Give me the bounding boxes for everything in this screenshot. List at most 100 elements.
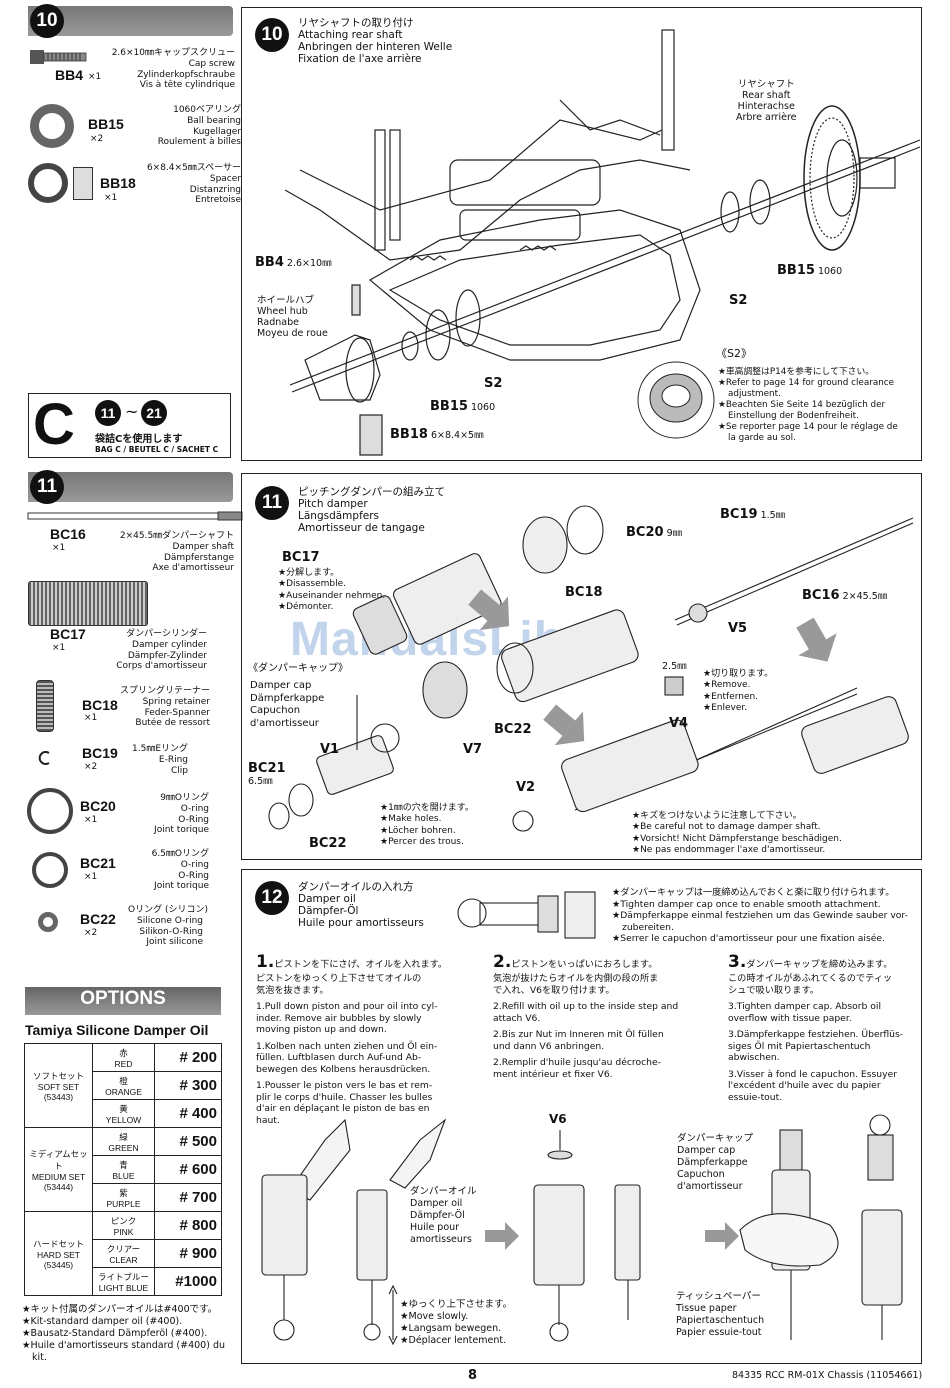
sub-step-line: overflow with tissue paper. bbox=[728, 1012, 852, 1024]
sub-step-line: haut. bbox=[256, 1114, 280, 1126]
s2-note-de2: Einstellung der Bodenfreiheit. bbox=[728, 410, 859, 421]
bag-c-range-sep: ~ bbox=[125, 402, 139, 421]
desc-en: O-ring bbox=[180, 803, 209, 814]
sub-step-number: 1. bbox=[256, 952, 275, 972]
tissue-de: Papiertaschentuch bbox=[676, 1314, 765, 1326]
step12-title: ダンパーオイルの入れ方 Damper oil Dämpfer-Öl Huile … bbox=[298, 881, 424, 929]
s2-detail-icon bbox=[637, 361, 715, 439]
oil-color-jp: 緑 bbox=[119, 1131, 128, 1142]
step11-num-left: 11 bbox=[30, 470, 64, 504]
part-qty: ×1 bbox=[104, 193, 118, 203]
callout-code: BB15 bbox=[430, 399, 468, 414]
callout-size: 1060 bbox=[470, 402, 496, 413]
callout-bb15-bottom: BB15 1060 bbox=[430, 399, 496, 415]
part-desc-bc22: Oリング (シリコン) Silicone O-ring Silikon-O-Ri… bbox=[128, 905, 208, 948]
desc-en: Ball bearing bbox=[187, 115, 241, 126]
part-code-bc20: BC20 bbox=[80, 798, 116, 814]
part-code-bc19: BC19 bbox=[82, 745, 118, 761]
cap12-en: Damper cap bbox=[677, 1144, 736, 1156]
callout-v7: V7 bbox=[463, 742, 483, 757]
step12-sub2: 2.ピストンをいっぱいにおろします。気泡が抜けたらオイルを内側の段の所まで入れ、… bbox=[493, 952, 678, 1080]
holes-jp: ★1㎜の穴を開けます。 bbox=[380, 803, 474, 813]
care-note: ★キズをつけないように注意して下さい。 ★Be careful not to d… bbox=[632, 811, 842, 856]
oil-color-en: GREEN bbox=[108, 1142, 139, 1153]
bag-c-box: C 11 ~ 21 袋詰Cを使用します BAG C / BEUTEL C / S… bbox=[28, 393, 231, 458]
oil-weight: # 600 bbox=[154, 1155, 222, 1184]
callout-code: BB15 bbox=[777, 263, 815, 278]
note-top-2: ★Dämpferkappe einmal festziehen um das G… bbox=[612, 910, 908, 921]
oil-set-en: MEDIUM SET bbox=[31, 1171, 86, 1182]
step12-note-top: ★ダンパーキャップは一度締め込んでおくと楽に取り付けられます。 ★Tighten… bbox=[612, 887, 908, 945]
part-desc-bc16: 2×45.5㎜ダンパーシャフト Damper shaft Dämpferstan… bbox=[97, 531, 234, 574]
oil-color-en: BLUE bbox=[112, 1170, 135, 1181]
ball-bearing-icon bbox=[30, 104, 74, 148]
callout-size: 1.5㎜ bbox=[760, 510, 786, 521]
oil-weight: # 900 bbox=[154, 1239, 222, 1268]
sub-step-number: 2. bbox=[493, 952, 512, 972]
sub-step-line: で入れ、V6を取り付けます。 bbox=[493, 984, 615, 996]
desc-fr: Joint torique bbox=[154, 881, 209, 892]
oil-set-code: (53443) bbox=[43, 1091, 74, 1102]
part-desc: 2.6×10㎜キャップスクリュー Cap screw Zylinderkopfs… bbox=[90, 48, 235, 91]
sub-step-line: 2.Remplir d'huile jusqu'au décroche- bbox=[493, 1057, 661, 1069]
callout-bc16: BC16 2×45.5㎜ bbox=[802, 588, 887, 604]
desc-fr: Axe d'amortisseur bbox=[152, 563, 234, 574]
step12-title-de: Dämpfer-Öl bbox=[298, 905, 359, 918]
cap12-jp: ダンパーキャップ bbox=[677, 1133, 754, 1144]
s2-note: ★車高調整はP14を参考にして下さい。 ★Refer to page 14 fo… bbox=[718, 367, 898, 444]
callout-v2: V2 bbox=[516, 780, 536, 795]
oil-fr1: Huile pour bbox=[410, 1221, 460, 1233]
oil-set-en: SOFT SET bbox=[37, 1081, 80, 1092]
options-title: OPTIONS bbox=[80, 988, 166, 1009]
oil-color-jp: 紫 bbox=[119, 1187, 128, 1198]
desc-jp: 2×45.5㎜ダンパーシャフト bbox=[119, 531, 234, 541]
oil-weight: # 700 bbox=[154, 1183, 222, 1212]
desc-de: Kugellager bbox=[193, 126, 241, 137]
bc17-note: ★分解します。 ★Disassemble. ★Auseinander nehme… bbox=[278, 568, 385, 613]
silicone-o-ring-icon bbox=[38, 912, 58, 932]
oil-set-code: (53445) bbox=[43, 1259, 74, 1270]
sub-step-line: 2.Bis zur Nut im Inneren mit Öl füllen bbox=[493, 1029, 664, 1041]
bc17-note-de: ★Auseinander nehmen. bbox=[278, 590, 386, 601]
callout-size: 6.5㎜ bbox=[248, 775, 273, 787]
sub-step-line: abwischen. bbox=[728, 1052, 780, 1064]
oil-fr2: amortisseurs bbox=[410, 1233, 472, 1245]
step12-sub1: 1.ピストンを下にさげ、オイルを入れます。ピストンをゆっくり上下させてオイルの気… bbox=[256, 952, 447, 1126]
part-desc-bc21: 6.5㎜Oリング O-ring O-Ring Joint torique bbox=[128, 849, 209, 892]
part-qty-bc20: ×1 bbox=[84, 815, 98, 825]
step12-num: 12 bbox=[255, 881, 289, 915]
desc-de: Dämpfer-Zylinder bbox=[127, 650, 207, 661]
cut-jp: ★切り取ります。 bbox=[703, 669, 774, 679]
care-fr: ★Ne pas endommager l'axe d'amortisseur. bbox=[632, 844, 826, 855]
cap-screw-icon bbox=[30, 50, 87, 64]
damper-shaft-icon bbox=[27, 511, 243, 521]
oil-set-jp: ソフトセット bbox=[32, 1070, 84, 1081]
oil-color-jp: ライトブルー bbox=[97, 1271, 149, 1282]
oil-set-en: HARD SET bbox=[37, 1249, 80, 1260]
desc-en: O-ring bbox=[180, 859, 209, 870]
part-desc-bc20: 9㎜Oリング O-ring O-Ring Joint torique bbox=[128, 793, 209, 836]
oil-en: Damper oil bbox=[410, 1197, 463, 1209]
step10-panel bbox=[241, 7, 922, 461]
desc-en: Spring retainer bbox=[142, 696, 210, 707]
bag-c-multi: BAG C / BEUTEL C / SACHET C bbox=[95, 445, 219, 454]
tissue-en: Tissue paper bbox=[676, 1302, 737, 1314]
callout-code: BC20 bbox=[626, 525, 664, 540]
holes-note: ★1㎜の穴を開けます。 ★Make holes. ★Löcher bohren.… bbox=[380, 803, 474, 848]
callout-size: 9㎜ bbox=[666, 528, 683, 539]
callout-code: BB18 bbox=[390, 427, 428, 442]
oil-color-en: YELLOW bbox=[105, 1114, 142, 1125]
step10-num-left: 10 bbox=[30, 4, 64, 38]
desc-de: Dämpferstange bbox=[163, 552, 234, 563]
sub-step-line: ピストンをいっぱいにおろします。 bbox=[511, 959, 658, 970]
desc-en: Damper cylinder bbox=[132, 639, 207, 650]
desc-jp: 2.6×10㎜キャップスクリュー bbox=[111, 48, 235, 58]
part-qty-bc16: ×1 bbox=[52, 543, 66, 553]
desc-en: E-Ring bbox=[158, 754, 188, 765]
desc-jp: 6×8.4×5㎜スペーサー bbox=[146, 163, 241, 173]
